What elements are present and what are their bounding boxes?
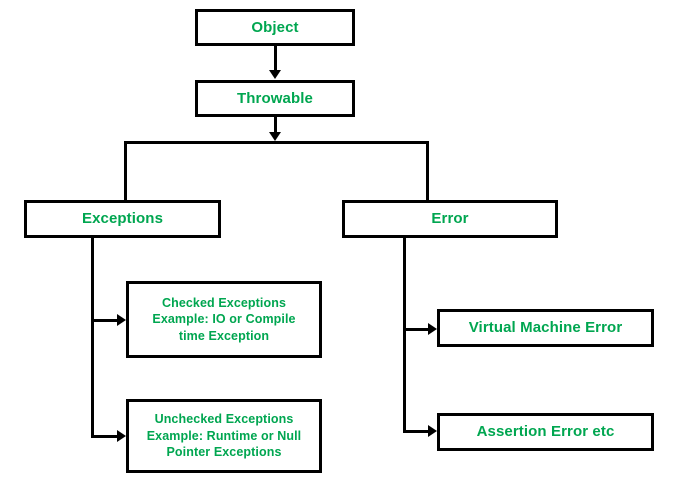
edge-object-throwable-stem [274, 46, 277, 71]
edge-error-to-assertion-error-arrowhead [428, 425, 437, 437]
node-object[interactable]: Object [195, 9, 355, 46]
edge-error-to-assertion-error [403, 430, 430, 433]
node-assertion-error-label: Assertion Error etc [476, 423, 615, 441]
edge-exceptions-to-checked [91, 319, 119, 322]
edge-throwable-split-arrowhead [269, 132, 281, 141]
node-exceptions-label: Exceptions [81, 210, 164, 228]
node-unchecked-exceptions[interactable]: Unchecked Exceptions Example: Runtime or… [126, 399, 322, 473]
node-throwable-label: Throwable [237, 89, 313, 107]
edge-error-stem [403, 238, 406, 433]
node-object-label: Object [251, 18, 299, 36]
node-checked-exceptions-line-1: Checked Exceptions [161, 295, 287, 310]
edge-exceptions-to-unchecked [91, 435, 119, 438]
edge-error-to-vm-error [403, 328, 430, 331]
node-unchecked-exceptions-line-2: Example: Runtime or Null [146, 428, 302, 443]
edge-exceptions-to-checked-arrowhead [117, 314, 126, 326]
node-error-label: Error [431, 210, 469, 228]
node-error[interactable]: Error [342, 200, 558, 238]
node-virtual-machine-error[interactable]: Virtual Machine Error [437, 309, 654, 347]
node-assertion-error[interactable]: Assertion Error etc [437, 413, 654, 451]
node-throwable[interactable]: Throwable [195, 80, 355, 117]
node-checked-exceptions-line-2: Example: IO or Compile [152, 312, 296, 327]
edge-throwable-split-stem [274, 117, 277, 133]
edge-exceptions-stem [91, 238, 94, 438]
edge-split-to-error [426, 141, 429, 201]
edge-split-bar [124, 141, 429, 144]
node-unchecked-exceptions-line-3: Pointer Exceptions [166, 445, 282, 460]
node-checked-exceptions[interactable]: Checked Exceptions Example: IO or Compil… [126, 281, 322, 358]
edge-split-to-exceptions [124, 141, 127, 201]
edge-object-throwable-arrowhead [269, 70, 281, 79]
edge-error-to-vm-error-arrowhead [428, 323, 437, 335]
node-virtual-machine-error-label: Virtual Machine Error [468, 319, 623, 337]
edge-exceptions-to-unchecked-arrowhead [117, 430, 126, 442]
node-exceptions[interactable]: Exceptions [24, 200, 221, 238]
node-unchecked-exceptions-line-1: Unchecked Exceptions [154, 412, 294, 427]
node-checked-exceptions-line-3: time Exception [178, 328, 270, 343]
